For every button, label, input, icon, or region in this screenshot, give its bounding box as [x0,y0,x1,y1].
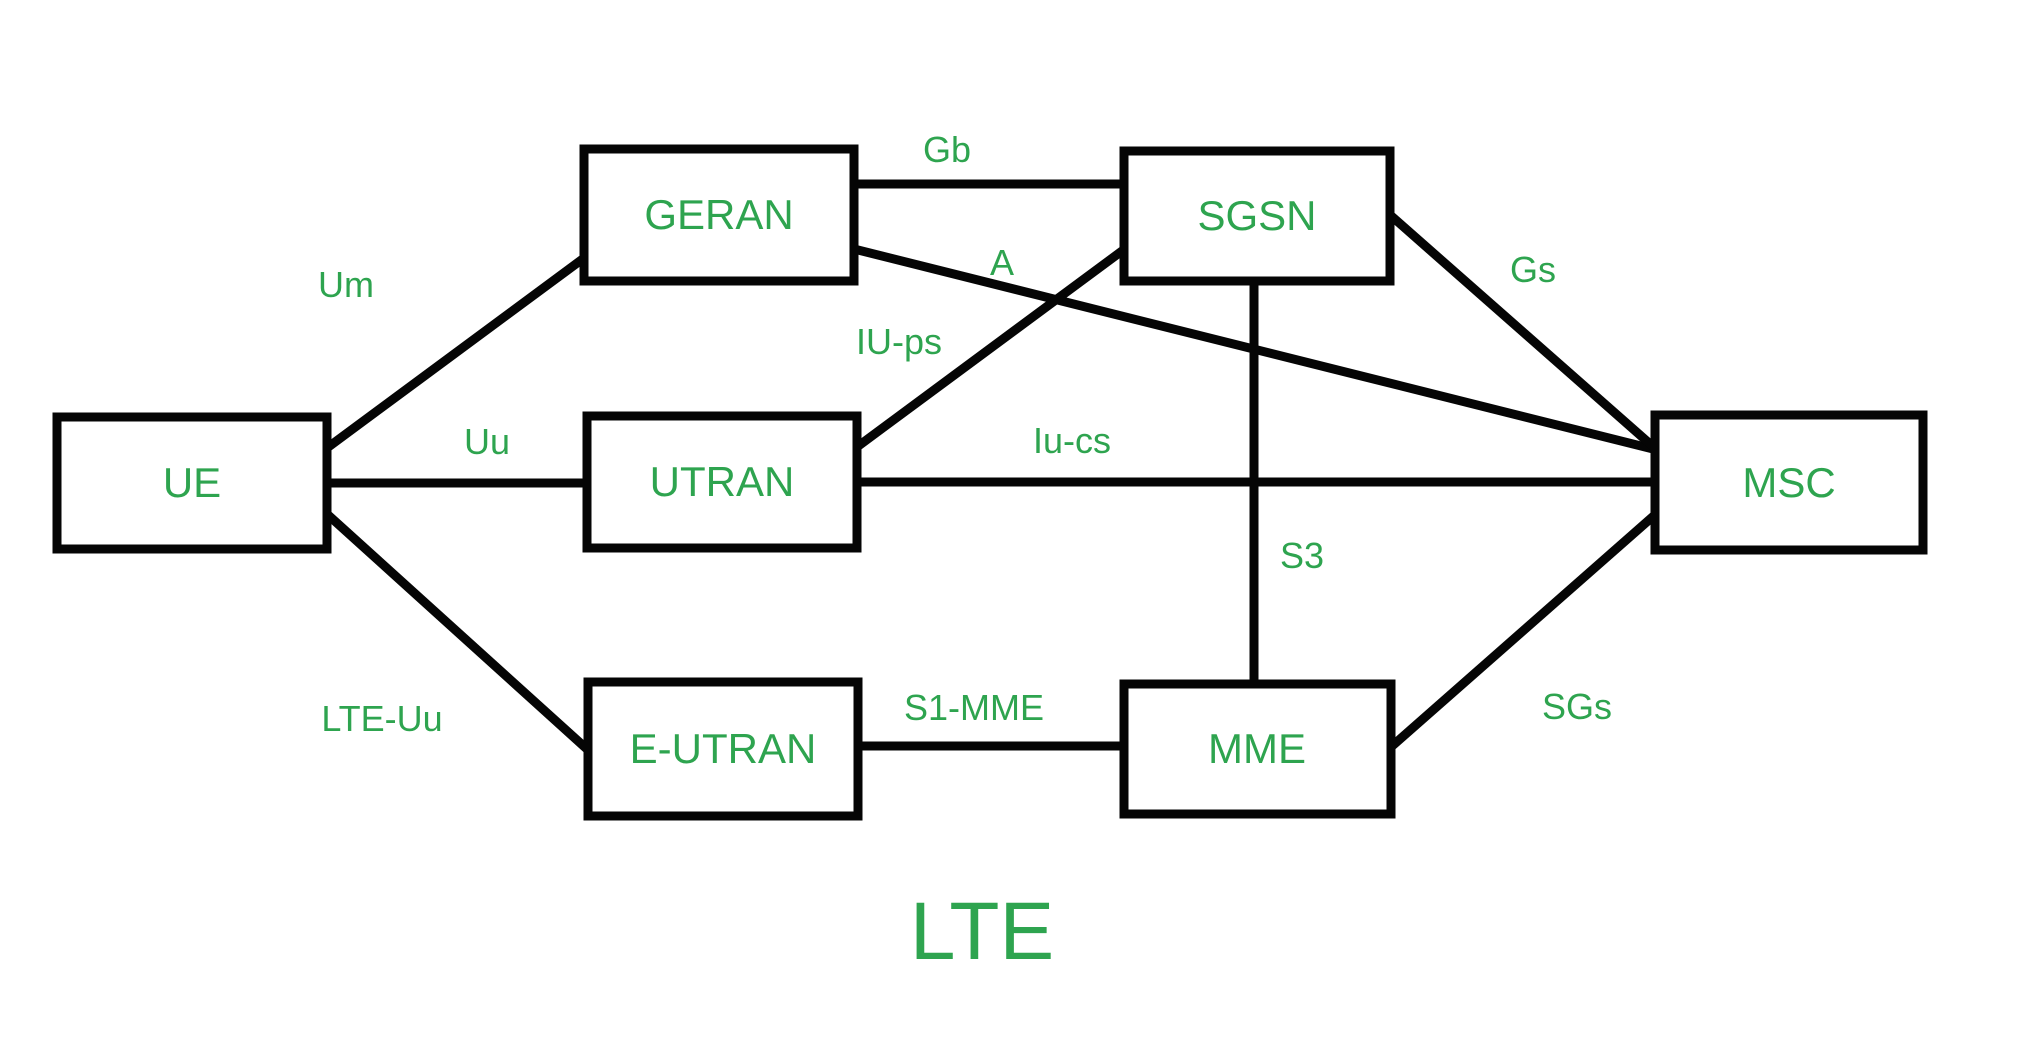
edge-line-mme-msc [1388,509,1660,751]
edge-line-sgsn-msc [1386,210,1660,454]
node-sgsn-box [1119,146,1395,286]
node-utran-label: UTRAN [650,458,795,505]
node-msc-box [1650,410,1928,555]
node-msc-label: MSC [1742,459,1835,506]
node-geran-box [579,144,859,286]
edge-label-lte-uu: LTE-Uu [321,698,442,739]
node-eutran-box [583,677,863,821]
edge-label-iu-cs: Iu-cs [1033,420,1111,461]
node-utran-box [582,411,862,553]
edge-label-s1-mme: S1-MME [904,687,1044,728]
edge-label-gb: Gb [923,129,971,170]
diagram-title: LTE [910,886,1054,977]
edge-label-gs: Gs [1510,249,1556,290]
edge-label-s3: S3 [1280,535,1324,576]
edge-label-um: Um [318,264,374,305]
edge-line-ue-eutran [323,510,592,754]
node-geran-label: GERAN [644,191,793,238]
node-ue-label: UE [163,459,221,506]
edge-label-iu-ps: IU-ps [856,321,942,362]
node-eutran-label: E-UTRAN [630,725,817,772]
edge-label-sgs: SGs [1542,686,1612,727]
edge-line-ue-geran [324,254,587,452]
node-sgsn-label: SGSN [1197,192,1316,239]
node-mme-box [1119,679,1396,819]
edge-line-utran-sgsn [854,244,1129,451]
edge-label-a: A [990,242,1014,283]
node-ue-box [52,412,332,554]
edge-label-uu: Uu [464,421,510,462]
node-mme-label: MME [1208,725,1306,772]
